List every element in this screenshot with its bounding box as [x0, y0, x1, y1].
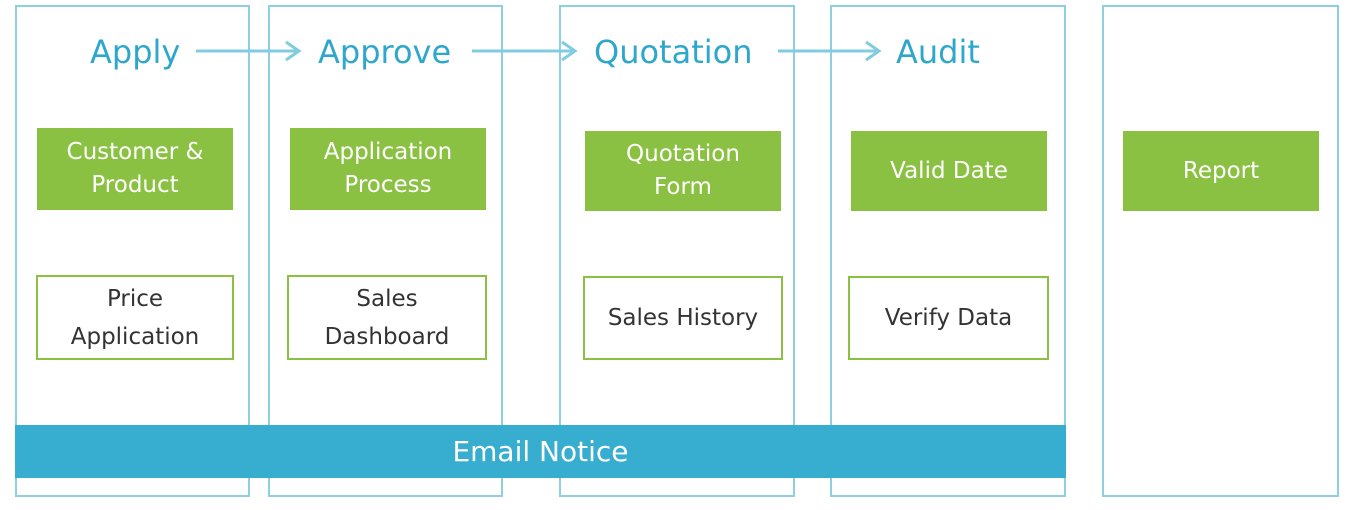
arrow-right-icon [196, 40, 302, 62]
email-notice-bar[interactable]: Email Notice [15, 425, 1066, 478]
sub-sales-history[interactable]: Sales History [583, 276, 783, 360]
module-application-process[interactable]: Application Process [290, 128, 486, 210]
column-quotation [559, 5, 795, 497]
module-report[interactable]: Report [1123, 131, 1319, 211]
sub-sales-dashboard[interactable]: Sales Dashboard [287, 275, 487, 360]
sub-verify-data[interactable]: Verify Data [848, 276, 1049, 360]
column-audit [830, 5, 1066, 497]
module-customer-product[interactable]: Customer & Product [37, 128, 233, 210]
column-approve [268, 5, 503, 497]
module-valid-date[interactable]: Valid Date [851, 131, 1047, 211]
stage-title-audit: Audit [896, 33, 980, 71]
arrow-right-icon [472, 40, 578, 62]
column-apply [15, 5, 250, 497]
stage-title-quotation: Quotation [594, 33, 753, 71]
stage-title-approve: Approve [318, 33, 452, 71]
stage-title-apply: Apply [90, 33, 181, 71]
module-quotation-form[interactable]: Quotation Form [585, 131, 781, 211]
sub-price-application[interactable]: Price Application [36, 275, 234, 360]
column-report [1102, 5, 1339, 497]
arrow-right-icon [778, 40, 882, 62]
